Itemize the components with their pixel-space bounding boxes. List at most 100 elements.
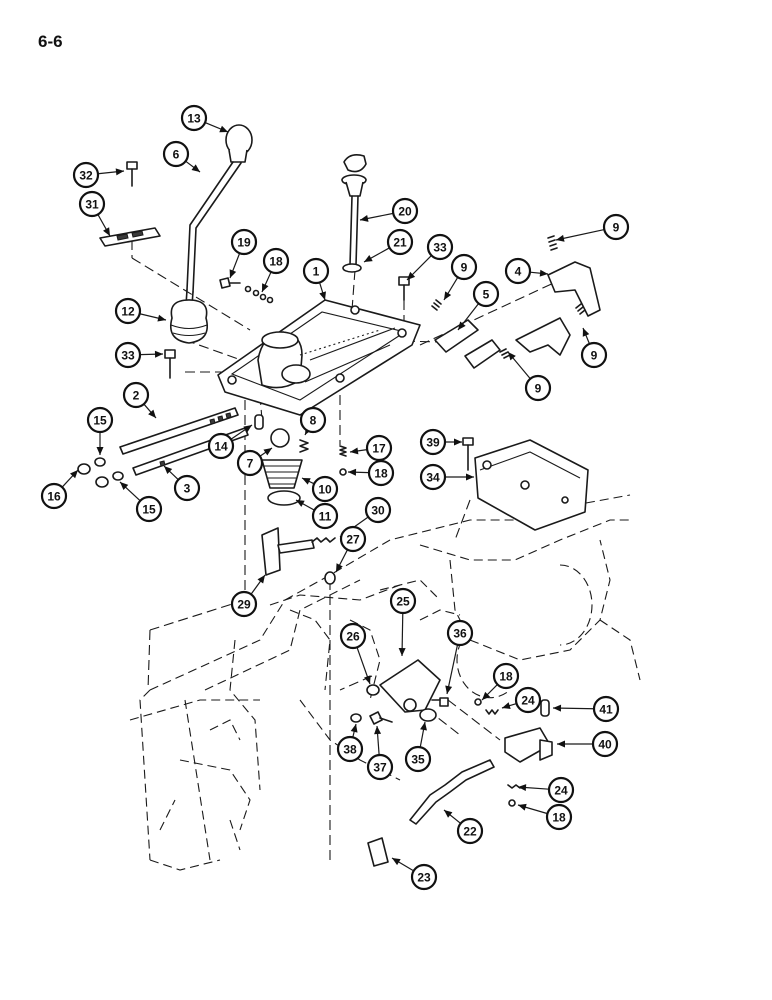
callout-arrowhead [115, 168, 124, 176]
pin-14 [254, 414, 264, 430]
bracket-29 [261, 527, 315, 576]
callout-number: 7 [247, 457, 254, 471]
bolt-33-upper [398, 276, 410, 301]
callout-arrowhead [454, 438, 462, 446]
lever-boot [170, 299, 208, 344]
callout-number: 15 [142, 503, 156, 517]
shift-knob [225, 124, 253, 163]
cap-23 [367, 837, 389, 867]
callout-arrowhead [360, 214, 369, 222]
callout-c31: 31 [78, 190, 111, 237]
callout-circle [456, 817, 484, 845]
callout-number: 41 [599, 703, 613, 717]
shift-rail-2 [119, 407, 239, 455]
washer-38 [350, 713, 362, 723]
callout-c11: 11 [295, 499, 339, 530]
bolt-33-lower [164, 349, 176, 379]
callout-number: 18 [374, 467, 388, 481]
callout-arrowhead [444, 291, 452, 300]
callout-arrowhead [557, 740, 565, 748]
washer-27 [324, 571, 336, 585]
callout-arrowhead [364, 675, 371, 684]
callout-circle [122, 381, 150, 409]
callout-circle [446, 619, 474, 647]
callout-arrowhead [263, 448, 272, 456]
callout-circle [602, 213, 630, 241]
callout-number: 9 [613, 221, 620, 235]
callout-number: 40 [598, 738, 612, 752]
roll-pin-9b [547, 235, 558, 251]
page-number: 6-6 [38, 32, 63, 51]
callout-c9a: 9 [443, 253, 478, 301]
callout-circle [472, 280, 500, 308]
callout-arrowhead [348, 468, 357, 476]
callout-circle [311, 502, 339, 530]
callout-arrowhead [392, 858, 401, 866]
selector-40 [504, 727, 553, 763]
callout-c24b: 24 [517, 776, 575, 804]
callout-arrowhead [482, 691, 491, 700]
callout-circle [339, 525, 367, 553]
callout-number: 9 [461, 261, 468, 275]
callout-circle [72, 161, 100, 189]
spring-8 [299, 439, 309, 453]
callout-leader [555, 228, 605, 241]
callout-c1: 1 [302, 257, 330, 301]
callout-arrowhead [458, 321, 466, 330]
callout-arrowhead [336, 563, 343, 572]
callout-c10: 10 [301, 475, 339, 503]
callout-c15a: 15 [86, 406, 114, 455]
callout-number: 3 [184, 482, 191, 496]
callout-arrowhead [191, 164, 200, 172]
shift-cover [217, 299, 421, 416]
callout-number: 33 [433, 241, 447, 255]
callout-number: 33 [121, 349, 135, 363]
bolt-37 [369, 711, 393, 725]
callout-arrowhead [444, 810, 453, 818]
callout-circle [524, 374, 552, 402]
callout-circle [391, 197, 419, 225]
callout-number: 13 [187, 112, 201, 126]
callout-arrowhead [229, 269, 237, 278]
callout-c35: 35 [404, 721, 432, 773]
callout-circle [180, 104, 208, 132]
callout-number: 20 [398, 205, 412, 219]
callout-c24a: 24 [501, 686, 542, 714]
callout-number: 23 [417, 871, 431, 885]
callout-circle [339, 622, 367, 650]
callout-circle [364, 496, 392, 524]
callout-number: 35 [411, 753, 425, 767]
callout-c40: 40 [557, 730, 619, 758]
callout-c29: 29 [230, 574, 266, 618]
callout-circle [366, 753, 394, 781]
callout-arrowhead [374, 726, 382, 735]
callout-circle [236, 449, 264, 477]
roll-pin-9c [499, 348, 511, 359]
callout-circle [86, 406, 114, 434]
callout-circle [404, 745, 432, 773]
callout-circle [262, 247, 290, 275]
callout-arrowhead [243, 425, 252, 433]
callout-arrowhead [508, 352, 516, 361]
callout-arrowhead [364, 255, 373, 262]
callout-arrowhead [350, 724, 358, 733]
callout-circle [545, 803, 573, 831]
ball-18c [474, 698, 482, 706]
callout-arrowhead [164, 466, 173, 475]
callout-arrowhead [70, 470, 78, 479]
callout-number: 22 [463, 825, 477, 839]
ring-35 [419, 708, 437, 722]
spring-24a [485, 709, 499, 715]
pin-41 [540, 699, 550, 717]
callout-number: 6 [173, 148, 180, 162]
callout-c14: 14 [207, 424, 253, 460]
roll-pin-9a [431, 299, 442, 311]
callout-c8: 8 [299, 406, 327, 436]
spring-17 [339, 445, 347, 457]
callout-circle [389, 587, 417, 615]
callout-arrowhead [219, 125, 228, 133]
callout-circle [311, 475, 339, 503]
callout-number: 18 [269, 255, 283, 269]
callout-arrowhead [148, 409, 156, 418]
spring-24b [507, 784, 521, 789]
